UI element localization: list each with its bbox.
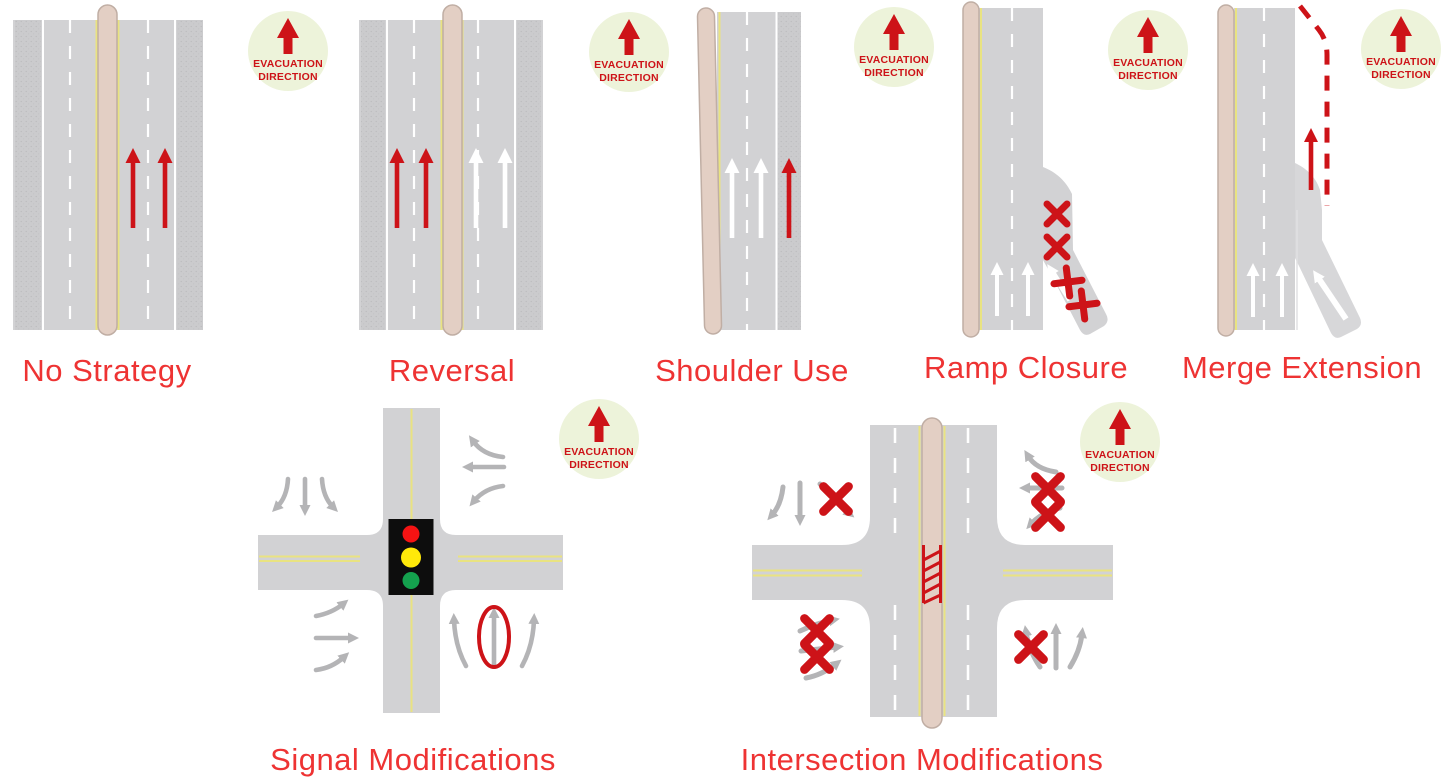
badge-text-line2: DIRECTION	[599, 72, 659, 84]
northbound-movement-arrows	[448, 605, 540, 669]
evacuation-direction-badge: EVACUATION DIRECTION	[1361, 9, 1441, 89]
panel-label-merge-extension: Merge Extension	[1182, 350, 1422, 385]
panel-signal-modifications	[258, 408, 563, 713]
panel-label-reversal: Reversal	[389, 353, 515, 388]
signal-red-light	[402, 525, 420, 543]
median-barrier	[442, 4, 463, 336]
median-barrier	[97, 4, 118, 336]
badge-text-line2: DIRECTION	[1371, 69, 1431, 81]
badge-text-line1: EVACUATION	[1113, 57, 1183, 69]
right-shoulder	[517, 20, 541, 330]
evacuation-direction-badge: EVACUATION DIRECTION	[559, 399, 639, 479]
merge-lane-and-ramp	[1295, 163, 1361, 338]
right-shoulder	[177, 20, 203, 330]
westbound-movement-arrows	[462, 435, 507, 507]
evacuation-direction-badge: EVACUATION DIRECTION	[1108, 10, 1188, 90]
evacuation-direction-badge: EVACUATION DIRECTION	[589, 12, 669, 92]
panel-label-signal-modifications: Signal Modifications	[270, 742, 556, 777]
panel-merge-extension	[1217, 4, 1361, 338]
panel-label-shoulder-use: Shoulder Use	[655, 353, 849, 388]
panel-intersection-modifications	[752, 417, 1113, 729]
ramp-merge-arrow	[1313, 270, 1349, 321]
prohibited-movement-x-icon	[824, 487, 849, 512]
eastbound-movements	[797, 619, 844, 681]
traffic-signal	[388, 519, 434, 595]
panel-no-strategy	[13, 4, 203, 336]
evacuation-direction-badge: EVACUATION DIRECTION	[248, 11, 328, 91]
panel-label-ramp-closure: Ramp Closure	[924, 350, 1128, 385]
badge-text-line1: EVACUATION	[564, 446, 634, 458]
signal-green-light	[402, 572, 420, 589]
badge-text-line1: EVACUATION	[1085, 449, 1155, 461]
evacuation-direction-badge: EVACUATION DIRECTION	[1080, 402, 1160, 482]
badge-text-line1: EVACUATION	[594, 59, 664, 71]
panel-label-intersection-modifications: Intersection Modifications	[741, 742, 1104, 777]
median-closure-hatch	[922, 545, 942, 605]
westbound-movements	[1019, 450, 1062, 528]
highlighted-through-movement-ellipse	[477, 605, 511, 669]
northbound-movements	[1019, 623, 1087, 671]
median-barrier	[962, 1, 980, 338]
southbound-movement-arrows	[272, 476, 338, 516]
badge-text-line2: DIRECTION	[1118, 70, 1178, 82]
extended-merge-dashed-line	[1298, 4, 1330, 206]
median-barrier	[696, 7, 723, 335]
left-shoulder	[15, 20, 41, 330]
panel-reversal	[359, 4, 543, 336]
southbound-movements	[767, 480, 855, 526]
badge-text-line2: DIRECTION	[1090, 462, 1150, 474]
evacuation-direction-badge: EVACUATION DIRECTION	[854, 7, 934, 87]
badge-text-line1: EVACUATION	[253, 58, 323, 70]
panel-label-no-strategy: No Strategy	[22, 353, 191, 388]
badge-text-line1: EVACUATION	[1366, 56, 1436, 68]
eastbound-movement-arrows	[313, 599, 359, 673]
badge-text-line1: EVACUATION	[859, 54, 929, 66]
panel-shoulder-use	[696, 7, 801, 335]
panel-ramp-closure	[962, 1, 1108, 338]
signal-yellow-light	[401, 547, 421, 568]
badge-text-line2: DIRECTION	[258, 71, 318, 83]
left-shoulder	[361, 20, 385, 330]
badge-text-line2: DIRECTION	[569, 459, 629, 471]
median-barrier	[1217, 4, 1235, 337]
badge-text-line2: DIRECTION	[864, 67, 924, 79]
